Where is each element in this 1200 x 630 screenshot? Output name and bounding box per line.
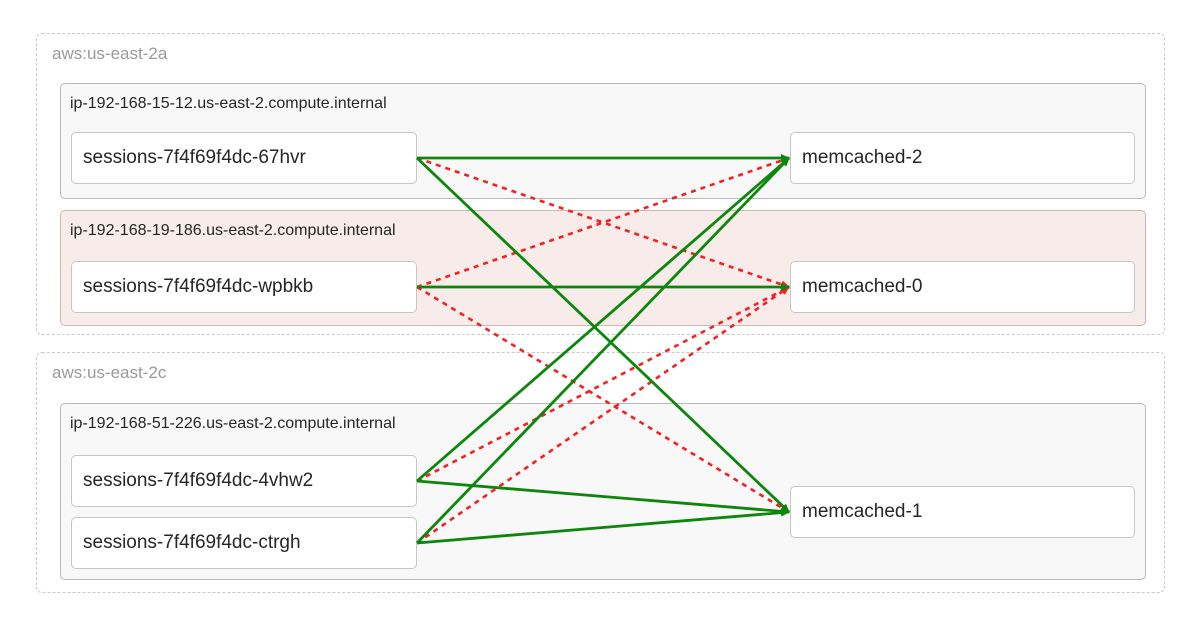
host-ip-192-168-51-226: ip-192-168-51-226.us-east-2.compute.inte… [60, 403, 1146, 580]
pod-memcached-2: memcached-2 [790, 132, 1135, 184]
host-label: ip-192-168-19-186.us-east-2.compute.inte… [70, 222, 396, 239]
pod-label: sessions-7f4f69f4dc-wpbkb [83, 276, 314, 297]
zone-us-east-2c: aws:us-east-2c ip-192-168-51-226.us-east… [36, 352, 1165, 593]
pod-sessions-wpbkb: sessions-7f4f69f4dc-wpbkb [71, 261, 417, 313]
host-label: ip-192-168-15-12.us-east-2.compute.inter… [70, 95, 387, 112]
pod-sessions-ctrgh: sessions-7f4f69f4dc-ctrgh [71, 517, 417, 569]
pod-label: memcached-0 [802, 276, 923, 297]
zone-label: aws:us-east-2c [52, 363, 167, 382]
pod-memcached-1: memcached-1 [790, 486, 1135, 538]
host-ip-192-168-15-12: ip-192-168-15-12.us-east-2.compute.inter… [60, 83, 1146, 199]
pod-label: sessions-7f4f69f4dc-4vhw2 [83, 470, 314, 491]
pod-label: memcached-1 [802, 501, 923, 522]
pod-sessions-67hvr: sessions-7f4f69f4dc-67hvr [71, 132, 417, 184]
pod-label: memcached-2 [802, 147, 923, 168]
pod-label: sessions-7f4f69f4dc-ctrgh [83, 532, 301, 553]
host-label: ip-192-168-51-226.us-east-2.compute.inte… [70, 415, 396, 432]
pod-sessions-4vhw2: sessions-7f4f69f4dc-4vhw2 [71, 455, 417, 507]
pod-label: sessions-7f4f69f4dc-67hvr [83, 147, 306, 168]
zone-label: aws:us-east-2a [52, 44, 168, 63]
host-ip-192-168-19-186: ip-192-168-19-186.us-east-2.compute.inte… [60, 210, 1146, 326]
zone-us-east-2a: aws:us-east-2a ip-192-168-15-12.us-east-… [36, 33, 1165, 335]
pod-memcached-0: memcached-0 [790, 261, 1135, 313]
